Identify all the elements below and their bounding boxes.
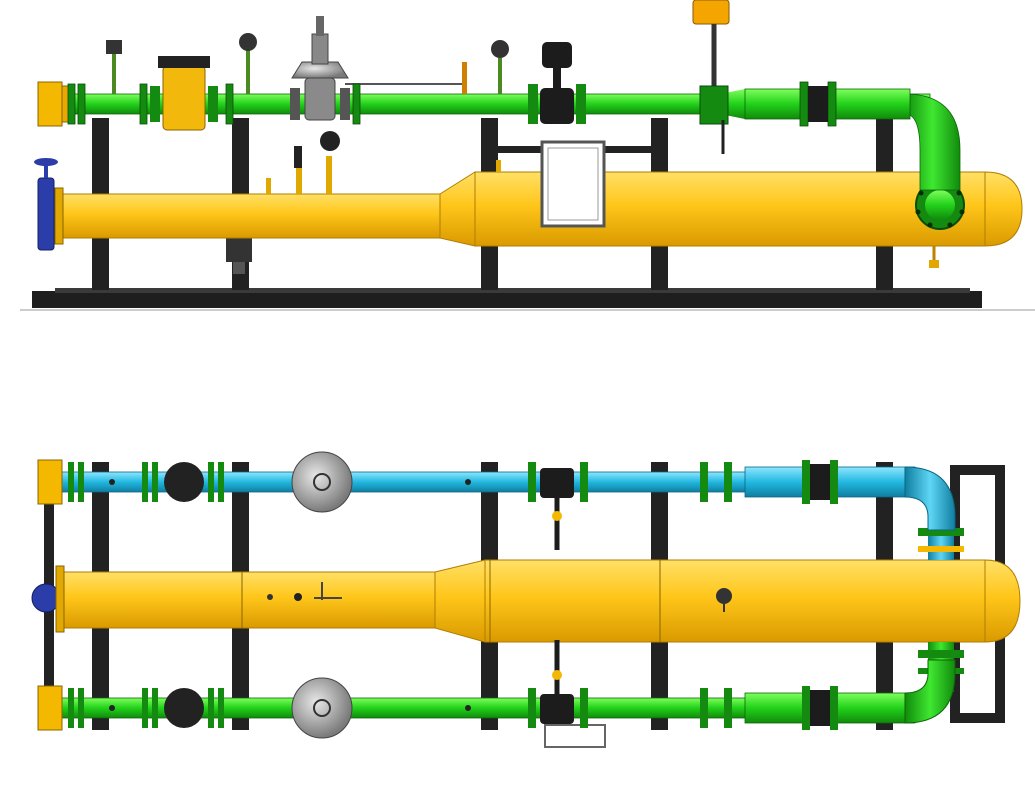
inlet-flange bbox=[54, 187, 64, 245]
regulator-center-icon bbox=[313, 699, 331, 717]
sight-glass bbox=[810, 464, 830, 500]
green-inlet-flange bbox=[37, 685, 63, 731]
filter-top-icon bbox=[164, 688, 204, 728]
blue-line-elbow bbox=[904, 466, 956, 531]
filter-flange bbox=[150, 86, 160, 122]
valve-lever-knob bbox=[552, 670, 562, 680]
header-vessel-small bbox=[59, 193, 441, 239]
blue-inlet-flange bbox=[37, 459, 63, 505]
inspection-hatch-frame bbox=[547, 147, 599, 221]
base-beam-top bbox=[55, 288, 970, 293]
drain-block bbox=[226, 236, 252, 262]
base-beam bbox=[32, 291, 982, 308]
pipe-port bbox=[465, 479, 471, 485]
riser-flange bbox=[918, 528, 964, 536]
header-nipple bbox=[326, 156, 332, 194]
regulator-spring-housing bbox=[311, 33, 329, 65]
regulator-flange bbox=[290, 88, 300, 120]
vessel-end-cap bbox=[984, 171, 1023, 247]
plan-view bbox=[31, 451, 1021, 748]
blue-flanges bbox=[68, 460, 838, 504]
valve-handwheel-icon bbox=[34, 158, 58, 166]
regulator-cap bbox=[316, 16, 324, 36]
regulator-center-icon bbox=[313, 473, 331, 491]
pipe-port bbox=[109, 479, 115, 485]
inspection-hatch bbox=[540, 140, 606, 228]
regulator-top-icon bbox=[291, 451, 353, 513]
pipe-port bbox=[109, 705, 115, 711]
green-flanges bbox=[68, 686, 838, 730]
regulator-top-icon bbox=[291, 677, 353, 739]
regulator-body bbox=[304, 77, 336, 121]
riser-flange bbox=[918, 546, 964, 552]
sight-glass bbox=[808, 86, 828, 122]
plan-vessel-end-cap bbox=[984, 559, 1021, 643]
sight-glass bbox=[810, 690, 830, 726]
pressure-gauge-icon bbox=[320, 131, 340, 151]
shutoff-valve-actuator bbox=[542, 42, 572, 68]
header-nipple bbox=[294, 146, 302, 168]
header-reducer bbox=[439, 171, 476, 247]
drain-block bbox=[233, 262, 245, 274]
green-line-elbow bbox=[904, 659, 956, 724]
shutoff-valve-top bbox=[540, 468, 574, 498]
plan-header-reducer bbox=[434, 559, 486, 643]
valve-lever-knob bbox=[552, 511, 562, 521]
filter-lid bbox=[158, 56, 210, 68]
pressure-gauge-icon bbox=[491, 40, 509, 58]
test-nipple bbox=[462, 62, 467, 94]
elevation-view bbox=[20, 0, 1035, 311]
outlet-inlet-flange bbox=[37, 81, 63, 127]
plan-header-large bbox=[484, 559, 986, 643]
header-nipple bbox=[296, 168, 302, 194]
header-nipple bbox=[266, 178, 271, 194]
plan-inlet-flange bbox=[55, 565, 65, 633]
header-port bbox=[267, 594, 273, 600]
drain-valve bbox=[929, 260, 939, 268]
header-nipple bbox=[496, 160, 501, 172]
valve-flange bbox=[576, 84, 586, 124]
plan-header-small bbox=[59, 571, 436, 629]
shutoff-valve-body bbox=[540, 88, 574, 124]
header-port bbox=[294, 593, 302, 601]
regulator-flange bbox=[340, 88, 350, 120]
pressure-gauge-icon bbox=[239, 33, 257, 51]
filter-housing bbox=[162, 65, 206, 131]
filter-flange bbox=[208, 86, 218, 122]
valve-flange bbox=[528, 84, 538, 124]
relief-valve-head bbox=[692, 0, 730, 25]
vertical-pipe-bore bbox=[925, 190, 955, 220]
inlet-valve-body bbox=[37, 177, 55, 251]
pipe-port bbox=[465, 705, 471, 711]
gauge-head bbox=[106, 40, 122, 54]
pressure-gauge-icon bbox=[716, 588, 732, 604]
valve-flange bbox=[699, 85, 729, 125]
filter-top-icon bbox=[164, 462, 204, 502]
shutoff-valve-top bbox=[540, 694, 574, 724]
support-bracket bbox=[544, 724, 606, 748]
outlet-line-elbow bbox=[904, 93, 961, 191]
riser-flange bbox=[918, 650, 964, 658]
